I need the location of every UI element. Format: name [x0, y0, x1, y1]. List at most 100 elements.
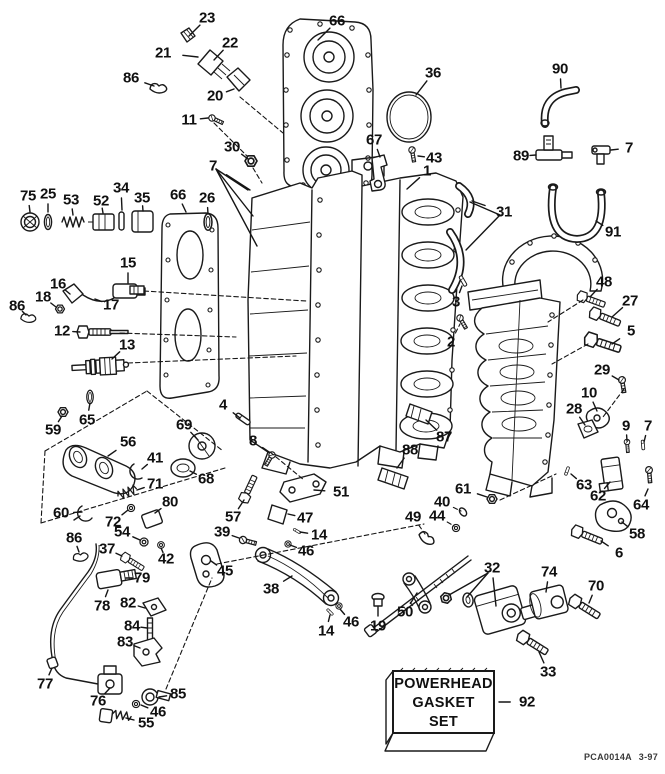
leader-line: [252, 167, 263, 184]
fitting-28: [577, 419, 599, 439]
leader-line: [119, 332, 237, 338]
leader-line: [492, 577, 497, 607]
leader-line: [48, 667, 53, 676]
callout-56: 56: [119, 433, 137, 451]
throttle-arm-38: [254, 546, 340, 607]
leader-line: [376, 148, 381, 158]
callout-43: 43: [425, 149, 443, 167]
elbow-fitting: [591, 145, 611, 165]
leader-line: [215, 168, 258, 247]
leader-line: [611, 306, 624, 318]
solenoid-32: [473, 585, 540, 635]
leader-line: [396, 457, 405, 469]
leader-line: [94, 298, 103, 303]
callout-34: 34: [112, 179, 130, 197]
leader-line: [643, 434, 647, 443]
bracket-83: [133, 637, 163, 667]
leader-line: [611, 375, 620, 381]
callout-14: 14: [317, 622, 335, 640]
bolt-12: [76, 325, 129, 339]
leader-line: [133, 644, 141, 649]
gasket-box-line: GASKET: [412, 694, 475, 711]
drawing-code-date: 3-97: [638, 752, 658, 762]
callout-78: 78: [93, 597, 111, 615]
leader-line: [190, 431, 199, 441]
leader-line: [216, 523, 425, 565]
callout-25: 25: [39, 185, 57, 203]
callout-52: 52: [92, 192, 110, 210]
exhaust-plate: [159, 212, 220, 399]
callout-4: 4: [218, 396, 228, 414]
leader-line: [50, 302, 57, 308]
leader-line: [140, 626, 148, 629]
callout-51: 51: [332, 483, 350, 501]
callout-58: 58: [628, 525, 646, 543]
callout-7: 7: [624, 139, 634, 157]
callout-9: 9: [621, 417, 631, 435]
lifting-bracket: [369, 154, 388, 192]
callout-49: 49: [404, 508, 422, 526]
callout-71: 71: [146, 475, 164, 493]
callout-66: 66: [169, 186, 187, 204]
leader-line: [40, 467, 226, 524]
leader-line: [644, 488, 649, 497]
leader-line: [452, 506, 462, 512]
callout-40: 40: [433, 493, 451, 511]
leader-line: [199, 117, 209, 120]
leader-line: [621, 521, 629, 528]
callout-13: 13: [118, 336, 136, 354]
leader-line: [21, 310, 27, 316]
callout-46: 46: [342, 613, 360, 631]
gasket-set-box: POWERHEAD GASKET SET: [393, 673, 494, 733]
leader-line: [188, 24, 201, 37]
leader-line: [158, 695, 168, 698]
callout-1: 1: [422, 162, 432, 180]
callout-5: 5: [626, 322, 636, 340]
leader-line: [64, 289, 71, 295]
leader-line: [165, 577, 213, 690]
leader-line: [466, 572, 489, 598]
callout-44: 44: [428, 507, 446, 525]
callout-29: 29: [593, 361, 611, 379]
spacer-74: [529, 584, 569, 620]
callout-86: 86: [8, 297, 26, 315]
gasket-box-line: SET: [428, 713, 459, 730]
callout-61: 61: [454, 480, 472, 498]
callout-14: 14: [310, 526, 328, 544]
leader-line: [240, 153, 249, 160]
callout-39: 39: [213, 523, 231, 541]
leader-line: [261, 446, 270, 453]
leader-line: [454, 323, 461, 334]
leader-line: [415, 80, 428, 96]
callout-76: 76: [89, 692, 107, 710]
callout-65: 65: [78, 411, 96, 429]
callout-72: 72: [104, 513, 122, 531]
callout-82: 82: [119, 594, 137, 612]
callout-38: 38: [262, 580, 280, 598]
callout-7: 7: [643, 417, 653, 435]
callout-83: 83: [116, 633, 134, 651]
leader-line: [215, 168, 254, 217]
callout-2: 2: [446, 333, 456, 351]
shift-rod: [363, 507, 472, 638]
leader-line: [132, 536, 141, 541]
callout-42: 42: [157, 550, 175, 568]
leader-line: [289, 544, 298, 549]
leader-line: [107, 449, 117, 457]
callout-6: 6: [614, 544, 624, 562]
leader-line: [299, 531, 309, 534]
callout-33: 33: [539, 663, 557, 681]
water-hoses: [446, 86, 607, 294]
drawing-code-number: PCA0014A: [584, 752, 632, 762]
leader-line: [588, 594, 593, 604]
callout-17: 17: [102, 296, 120, 314]
leader-line: [136, 486, 145, 491]
callout-67: 67: [365, 131, 383, 149]
callout-80: 80: [161, 493, 179, 511]
callout-16: 16: [49, 275, 67, 293]
leader-line: [154, 507, 162, 514]
callout-53: 53: [62, 191, 80, 209]
gasket-set-box-art: [384, 667, 495, 752]
